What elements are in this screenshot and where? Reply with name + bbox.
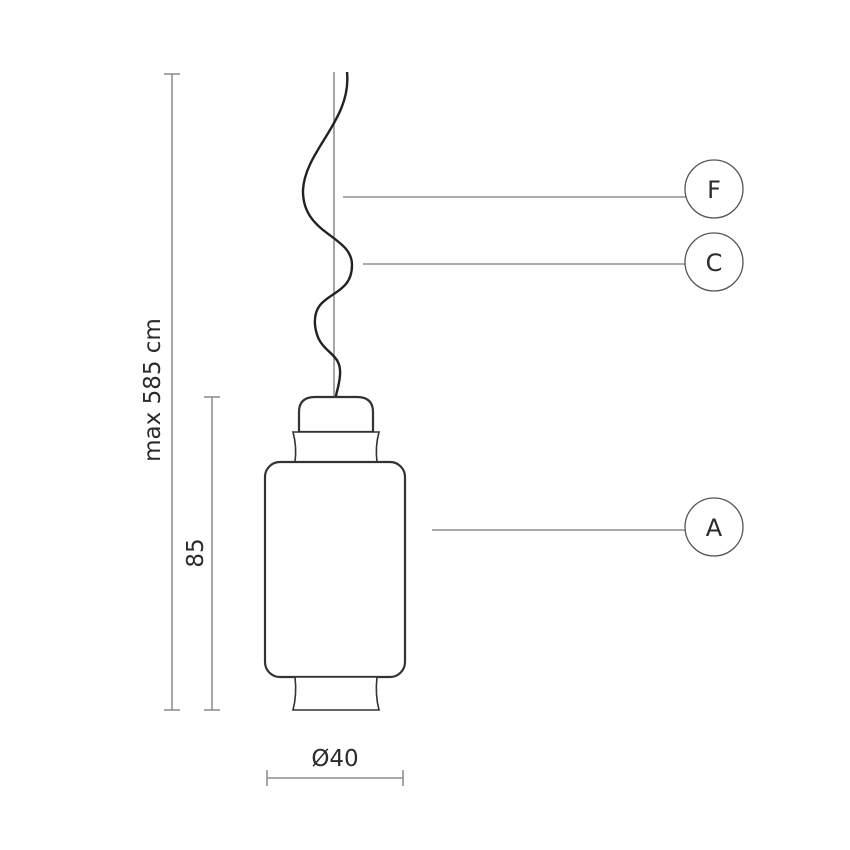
callout-f-label: F bbox=[707, 176, 721, 204]
total-height-dimension-line bbox=[164, 73, 180, 711]
callout-c-label: C bbox=[706, 249, 723, 277]
lamp-glass-body bbox=[263, 460, 407, 679]
lamp-shade bbox=[263, 395, 407, 711]
callout-f: F bbox=[684, 159, 744, 219]
diameter-label: Ø40 bbox=[311, 746, 358, 772]
callout-a-label: A bbox=[706, 514, 723, 542]
lamp-height-label: 85 bbox=[183, 538, 209, 567]
lamp-height-dimension-line bbox=[204, 396, 220, 711]
lamp-bottom-ring bbox=[291, 676, 381, 711]
lamp-neck bbox=[291, 431, 381, 463]
callout-c: C bbox=[684, 232, 744, 292]
callout-a: A bbox=[684, 497, 744, 557]
total-height-label: max 585 cm bbox=[140, 318, 166, 462]
diameter-dimension-line bbox=[266, 770, 404, 786]
power-cable bbox=[301, 71, 354, 398]
lamp-cap bbox=[297, 395, 375, 434]
